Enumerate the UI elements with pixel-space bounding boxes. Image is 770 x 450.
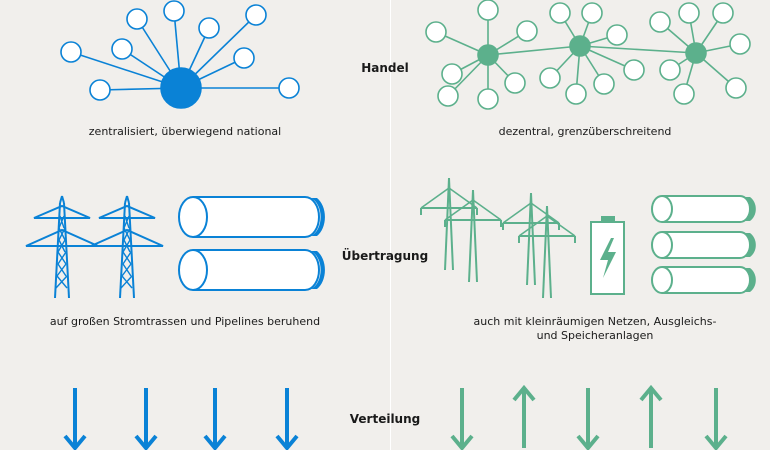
battery-icon <box>590 216 625 295</box>
arrow-down-icon <box>63 386 87 450</box>
arrow-up-icon <box>512 386 536 450</box>
central-hub-network-icon <box>60 0 300 109</box>
pipeline-icon <box>651 231 757 259</box>
arrow-down-icon <box>203 386 227 450</box>
row-label-uebertragung: Übertragung <box>341 249 429 263</box>
arrow-down-icon <box>134 386 158 450</box>
row-label-verteilung: Verteilung <box>349 412 421 426</box>
caption-right-uebertragung-line2: und Speicheranlagen <box>536 329 654 342</box>
arrow-down-icon <box>450 386 474 450</box>
arrow-down-icon <box>576 386 600 450</box>
arrow-down-icon <box>704 386 728 450</box>
arrow-down-icon <box>275 386 299 450</box>
pipeline-icon <box>651 195 757 223</box>
arrow-up-icon <box>639 386 663 450</box>
caption-right-uebertragung-line1: auch mit kleinräumigen Netzen, Ausgleich… <box>473 315 717 328</box>
caption-right-handel: dezentral, grenzüberschreitend <box>498 125 672 138</box>
power-pylon-icon <box>25 195 99 299</box>
power-pylon-icon <box>90 195 164 299</box>
column-divider <box>390 0 391 450</box>
caption-left-uebertragung: auf großen Stromtrassen und Pipelines be… <box>49 315 321 328</box>
caption-left-handel: zentralisiert, überwiegend national <box>88 125 282 138</box>
pipeline-icon <box>178 249 326 291</box>
caption-right-uebertragung: auch mit kleinräumigen Netzen, Ausgleich… <box>440 315 750 343</box>
row-label-handel: Handel <box>361 61 409 75</box>
pipeline-icon <box>178 196 326 238</box>
pipeline-icon <box>651 266 757 294</box>
multi-hub-network-icon <box>425 0 751 110</box>
power-pylon-icon <box>420 177 478 271</box>
